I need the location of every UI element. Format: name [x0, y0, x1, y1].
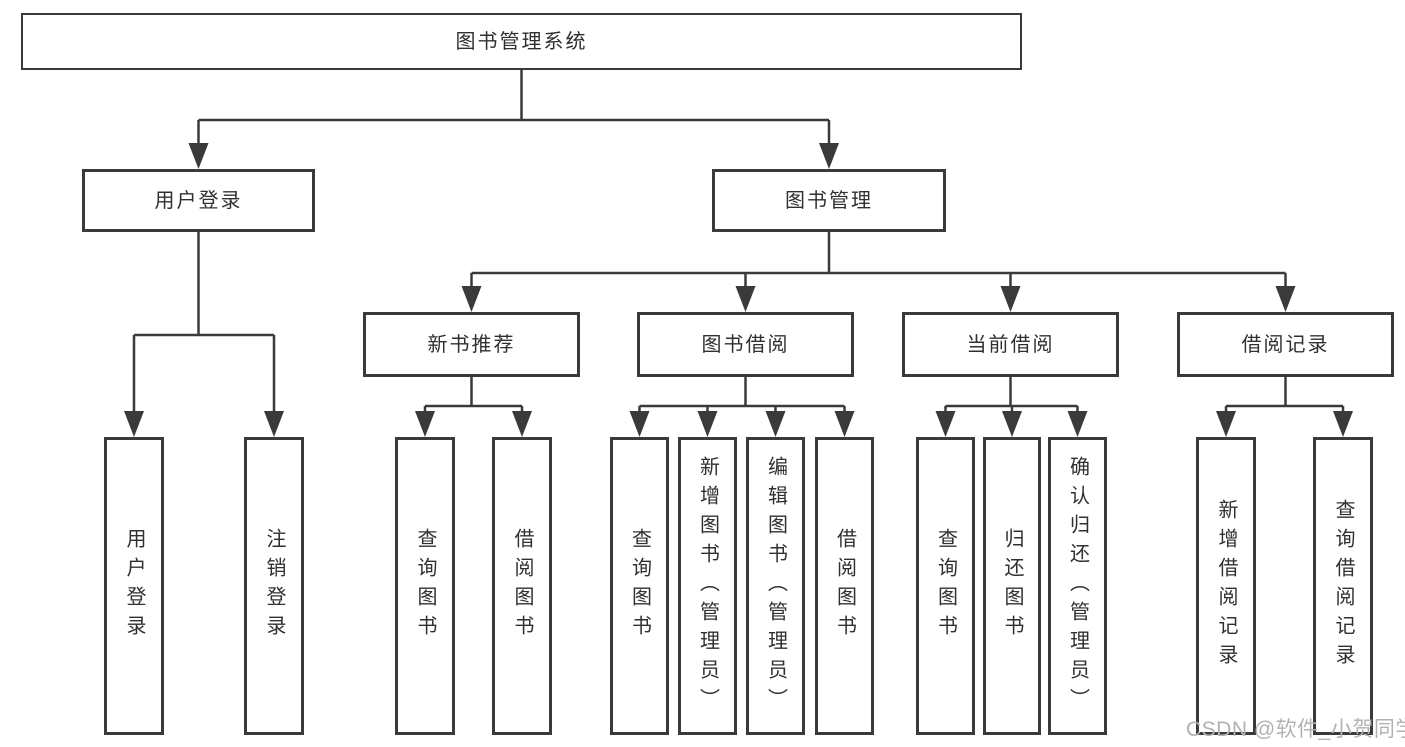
leaf-borrow-add-book-admin: 新增图书（管理员） [678, 437, 737, 735]
node-new-book-recommend: 新书推荐 [363, 312, 580, 377]
leaf-borrow-borrow-book: 借阅图书 [815, 437, 874, 735]
leaf-borrow-edit-book-admin: 编辑图书（管理员） [746, 437, 805, 735]
node-root: 图书管理系统 [21, 13, 1022, 70]
leaf-current-confirm-return-admin: 确认归还（管理员） [1048, 437, 1107, 735]
node-user-login: 用户登录 [82, 169, 315, 232]
leaf-current-query-book: 查询图书 [916, 437, 975, 735]
node-borrow-record: 借阅记录 [1177, 312, 1394, 377]
leaf-user-login: 用户登录 [104, 437, 164, 735]
node-current-borrow: 当前借阅 [902, 312, 1119, 377]
leaf-record-add-record: 新增借阅记录 [1196, 437, 1256, 735]
leaf-borrow-query-book: 查询图书 [610, 437, 669, 735]
leaf-recommend-query-book: 查询图书 [395, 437, 455, 735]
watermark: CSDN @软件_小贺同学 [1186, 718, 1405, 741]
leaf-record-query-record: 查询借阅记录 [1313, 437, 1373, 735]
node-book-management: 图书管理 [712, 169, 946, 232]
node-book-borrow: 图书借阅 [637, 312, 854, 377]
leaf-logout: 注销登录 [244, 437, 304, 735]
leaf-current-return-book: 归还图书 [983, 437, 1041, 735]
leaf-recommend-borrow-book: 借阅图书 [492, 437, 552, 735]
